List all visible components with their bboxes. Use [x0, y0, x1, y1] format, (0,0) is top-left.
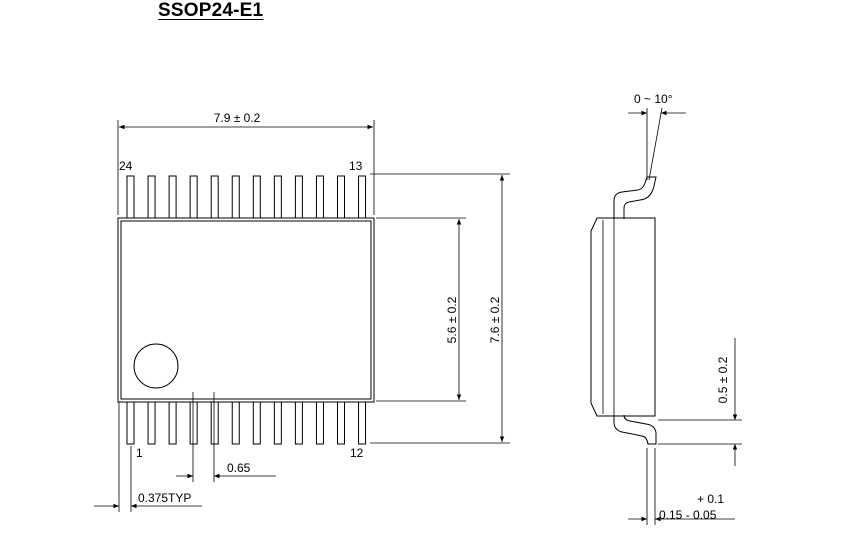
pitch-label: 0.65	[227, 461, 251, 475]
pins-bottom	[126, 401, 367, 445]
lead-top	[294, 175, 303, 219]
lead-top	[147, 175, 156, 219]
overall-height-dimension: 7.6 ± 0.2	[370, 173, 510, 444]
pitch-dimension: 0.65	[176, 392, 276, 482]
body-width-label: 7.9 ± 0.2	[214, 111, 261, 125]
angle-dimension: 0 ~ 10°	[628, 92, 686, 181]
thickness-plus-label: + 0.1	[697, 492, 724, 506]
pin-24-label: 24	[119, 159, 133, 173]
side-view	[590, 176, 657, 445]
lead-top	[126, 175, 135, 219]
lead-top	[168, 175, 177, 219]
angle-label: 0 ~ 10°	[634, 92, 673, 106]
pin-13-label: 13	[349, 159, 363, 173]
package-body-outer	[117, 217, 375, 403]
lead-top	[189, 175, 198, 219]
offset-dimension: 0.375TYP	[94, 402, 202, 512]
lead-bottom	[147, 401, 156, 445]
top-view	[117, 175, 375, 445]
lead-bottom	[252, 401, 261, 445]
lead-bottom	[273, 401, 282, 445]
thickness-dimension: + 0.1 0.15 - 0.05	[628, 448, 735, 525]
lead-length-dimension: 0.5 ± 0.2	[658, 338, 742, 466]
top-lead	[613, 176, 657, 219]
lead-bottom	[168, 401, 177, 445]
lead-bottom	[126, 401, 135, 445]
thickness-main-label: 0.15 - 0.05	[659, 508, 717, 522]
offset-label: 0.375TYP	[138, 491, 191, 505]
bottom-lead	[613, 414, 657, 445]
overall-height-label: 7.6 ± 0.2	[488, 296, 502, 343]
lead-bottom	[337, 401, 345, 445]
lead-length-label: 0.5 ± 0.2	[716, 356, 730, 403]
width-dimension: 7.9 ± 0.2	[117, 111, 375, 215]
lead-top	[210, 175, 219, 219]
lead-top	[231, 175, 240, 219]
body-height-dimension: 5.6 ± 0.2	[376, 217, 466, 402]
lead-bottom	[189, 401, 198, 445]
pins-top	[126, 175, 367, 219]
lead-top	[358, 175, 367, 219]
pin-12-label: 12	[350, 446, 364, 460]
pin-1-label: 1	[136, 446, 143, 460]
lead-bottom	[231, 401, 240, 445]
page-title: SSOP24-E1	[158, 0, 264, 21]
lead-top	[315, 175, 324, 219]
package-body-inner	[120, 220, 372, 400]
lead-top	[252, 175, 261, 219]
lead-top	[273, 175, 282, 219]
lead-bottom	[358, 401, 367, 445]
lead-top	[337, 175, 345, 219]
lead-bottom	[294, 401, 303, 445]
lead-bottom	[210, 401, 219, 445]
side-body	[590, 217, 656, 417]
pin1-marker	[133, 343, 179, 389]
body-height-label: 5.6 ± 0.2	[445, 296, 459, 343]
lead-bottom	[315, 401, 324, 445]
